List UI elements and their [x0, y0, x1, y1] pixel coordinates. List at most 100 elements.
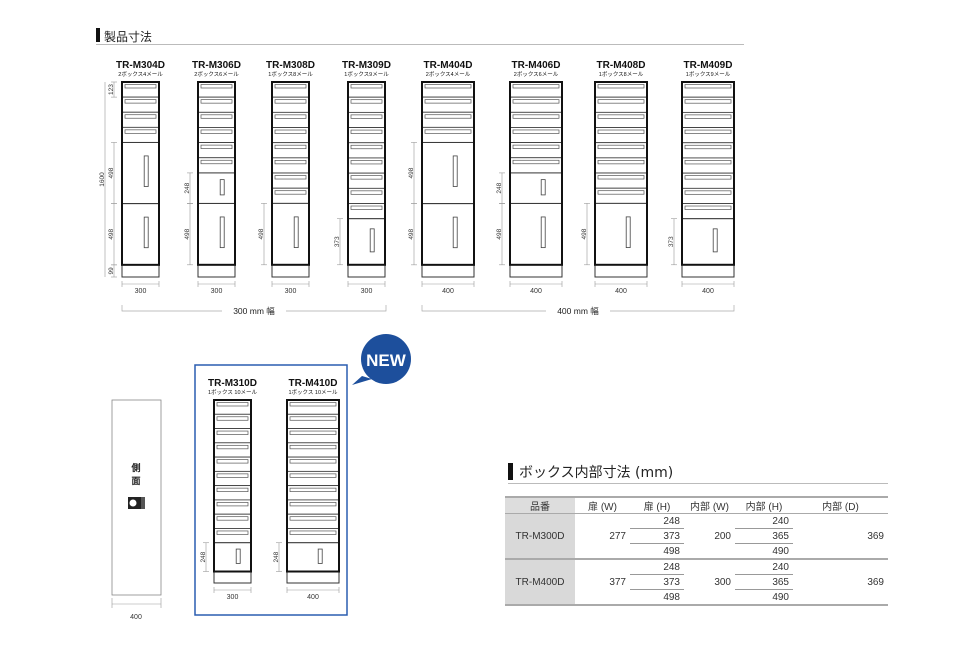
mail-slot: [286, 470, 340, 487]
cabinet-frame: [421, 81, 475, 266]
width-label: 400: [442, 288, 454, 295]
cabinet-model-label: TR-M404D: [424, 60, 473, 71]
door-handle-icon: [219, 216, 225, 249]
delivery-box-door: [509, 172, 563, 204]
cabinet-frame: [121, 81, 160, 266]
door-handle-icon: [625, 216, 631, 248]
door-handle-icon: [712, 228, 718, 253]
cabinet-description: 2ボックス6メール: [514, 70, 559, 78]
mail-slot-opening: [274, 190, 307, 195]
mail-slot-opening: [124, 129, 157, 134]
cell-inner-h: 240: [735, 513, 793, 529]
mail-slot-opening: [289, 487, 337, 492]
dimension-label: 248: [200, 551, 207, 562]
mail-slot-opening: [684, 175, 732, 180]
mail-slot-opening: [684, 129, 732, 134]
bracket-line: [421, 305, 735, 312]
delivery-box-door: [421, 203, 475, 266]
header-inner-h: 内部 (H): [735, 496, 793, 514]
cell-inner-d: 369: [793, 513, 888, 560]
mail-slot-opening: [289, 444, 337, 450]
mail-slot-opening: [597, 84, 645, 89]
dimension-label: 498: [108, 228, 115, 239]
mail-slot-opening: [350, 175, 383, 180]
mail-slot-opening: [684, 99, 732, 104]
cell-inner-d: 369: [793, 559, 888, 606]
badge-label: NEW: [366, 351, 407, 370]
door-handle-icon: [452, 216, 458, 249]
group-label: 400 mm 幅: [557, 306, 599, 316]
mail-slot: [213, 399, 252, 415]
cell-model: TR-M400D: [505, 559, 575, 606]
mail-slot-opening: [350, 84, 383, 89]
mail-slot: [286, 456, 340, 472]
door-handle-icon: [540, 216, 546, 249]
width-label: 400: [530, 288, 542, 295]
mail-slot-opening: [289, 459, 337, 464]
mail-slot-opening: [424, 129, 472, 134]
mail-slot: [286, 513, 340, 529]
section-divider: [508, 483, 888, 484]
mail-slot-opening: [597, 129, 645, 134]
cabinet-description: 1ボックス9メール: [344, 70, 389, 78]
delivery-box-door: [347, 218, 386, 266]
dimension-total-label: 1600: [99, 172, 106, 187]
mail-slot: [286, 413, 340, 429]
table-row: 373 365: [505, 528, 888, 544]
mail-slot-opening: [597, 144, 645, 150]
cell-door-h: 498: [630, 543, 684, 560]
mail-slot: [286, 499, 340, 515]
cabinet-description: 1ボックス8メール: [268, 70, 313, 78]
mail-slot-opening: [216, 402, 249, 407]
mail-slot-opening: [200, 114, 233, 119]
mail-slot: [213, 470, 252, 487]
mail-slot-opening: [597, 114, 645, 119]
width-label: 300: [361, 288, 373, 295]
bracket-line: [121, 305, 387, 312]
table-row: 498 490: [505, 543, 888, 560]
dimension-label: 498: [108, 167, 115, 178]
cabinet-model-label: TR-M306D: [192, 60, 241, 71]
group-label: 300 mm 幅: [233, 306, 275, 316]
section-title-dimensions: 製品寸法: [104, 30, 153, 44]
mail-slot-opening: [424, 114, 472, 119]
cabinet-frame: [271, 81, 310, 266]
cell-inner-h: 240: [735, 559, 793, 575]
mail-slot-opening: [216, 430, 249, 435]
mail-slot: [286, 399, 340, 415]
cabinet-model-label: TR-M304D: [116, 60, 165, 71]
side-label: 面: [131, 476, 140, 486]
delivery-box-door: [286, 542, 340, 573]
box-inner-dimensions-table: 品番 扉 (W) 扉 (H) 内部 (W) 内部 (H) 内部 (D) TR-M…: [505, 496, 888, 606]
cabinet-description: 1ボックス 10メール: [208, 388, 258, 396]
door-handle-icon: [235, 548, 241, 564]
delivery-box-door: [421, 141, 475, 205]
mail-slot-opening: [350, 129, 383, 134]
section-marker: [96, 28, 100, 42]
cabinet-frame: [594, 81, 648, 266]
delivery-box-door: [197, 172, 236, 204]
cabinet-model-label: TR-M408D: [597, 60, 646, 71]
cell-model: TR-M300D: [505, 513, 575, 560]
cabinet-plinth: [681, 264, 735, 278]
dimension-label: 498: [408, 228, 415, 239]
door-handle-icon: [452, 155, 458, 187]
mail-slot-opening: [684, 114, 732, 119]
mail-slot-opening: [424, 99, 472, 104]
width-label: 400: [307, 594, 319, 601]
cell-inner-h: 365: [735, 574, 793, 590]
mail-slot-opening: [200, 144, 233, 149]
delivery-box-door: [197, 202, 236, 266]
mail-slot-opening: [350, 205, 383, 210]
badge-circle: [361, 334, 411, 384]
mail-slot-opening: [216, 516, 249, 521]
header-inner-w: 内部 (W): [684, 496, 735, 514]
mail-slot-opening: [216, 459, 249, 464]
mail-slot-opening: [274, 129, 307, 134]
mail-slot-opening: [512, 159, 560, 165]
header-door-w: 扉 (W): [575, 496, 630, 514]
